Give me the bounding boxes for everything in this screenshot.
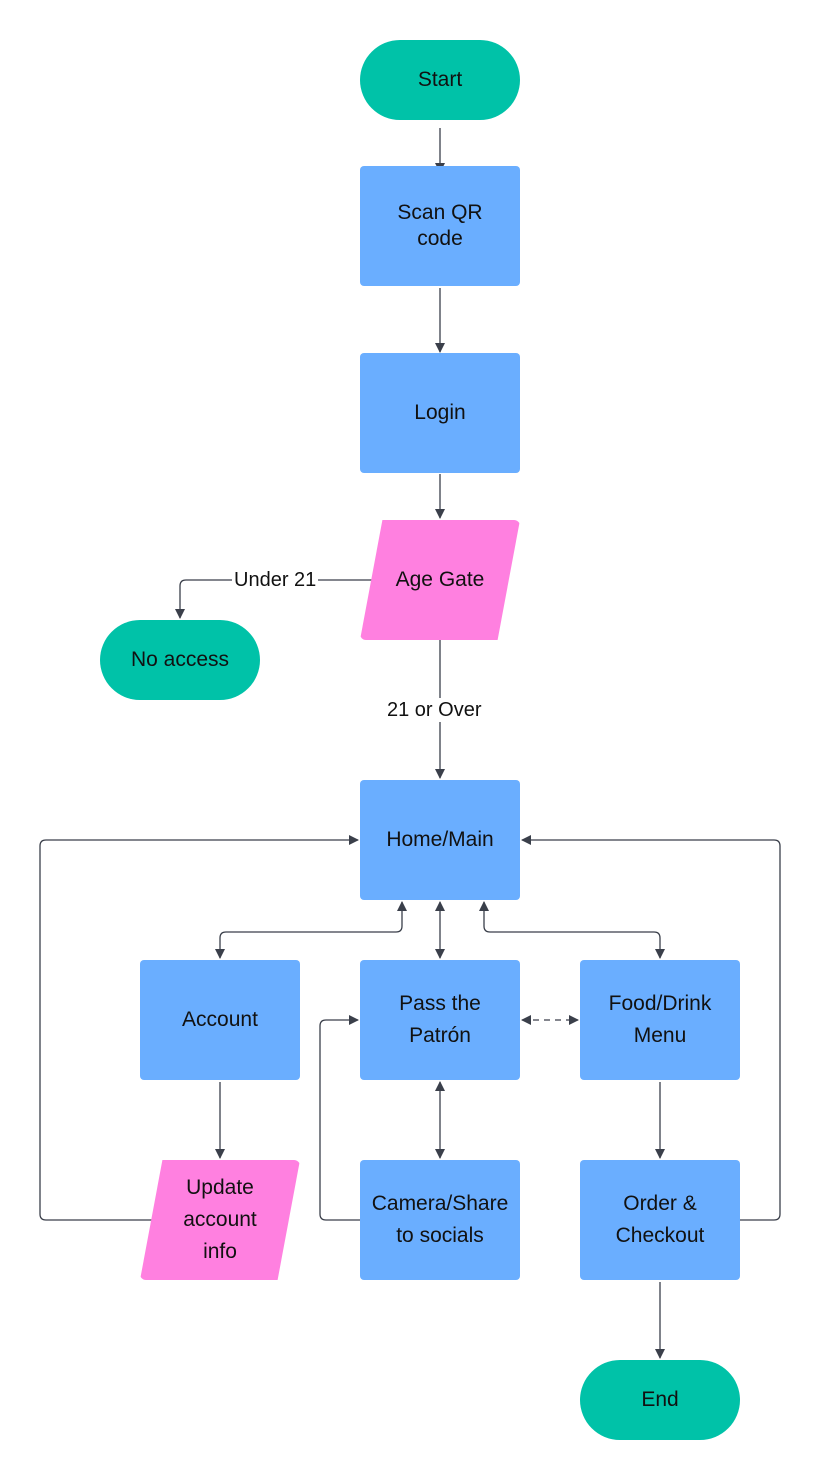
food-drink-menu-node: Food/Drink Menu [580, 960, 740, 1080]
scan-qr-node: Scan QR code [360, 166, 520, 286]
account-node: Account [140, 960, 300, 1080]
end-node: End [580, 1360, 740, 1440]
login-node: Login [360, 353, 520, 473]
edge-order-to-home [521, 835, 781, 1221]
no-access-node: No access [100, 620, 260, 700]
order-checkout-node: Order & Checkout [580, 1160, 740, 1280]
edge-home-account [215, 901, 407, 959]
edge-update-to-home [39, 835, 359, 1221]
edge-label-under-21: Under 21 [232, 568, 319, 592]
edge-label-21-or-over: 21 or Over [385, 698, 484, 722]
pass-the-patron-node: Pass the Patrón [360, 960, 520, 1080]
age-gate-node: Age Gate [360, 520, 520, 640]
home-main-node: Home/Main [360, 780, 520, 900]
edge-agegate-to-noaccess [175, 579, 378, 619]
camera-share-node: Camera/Share to socials [360, 1160, 520, 1280]
edge-home-food [479, 901, 665, 959]
update-account-info-node: Update account info [140, 1160, 300, 1280]
edge-camera-to-pass [319, 1015, 360, 1221]
start-node: Start [360, 40, 520, 120]
